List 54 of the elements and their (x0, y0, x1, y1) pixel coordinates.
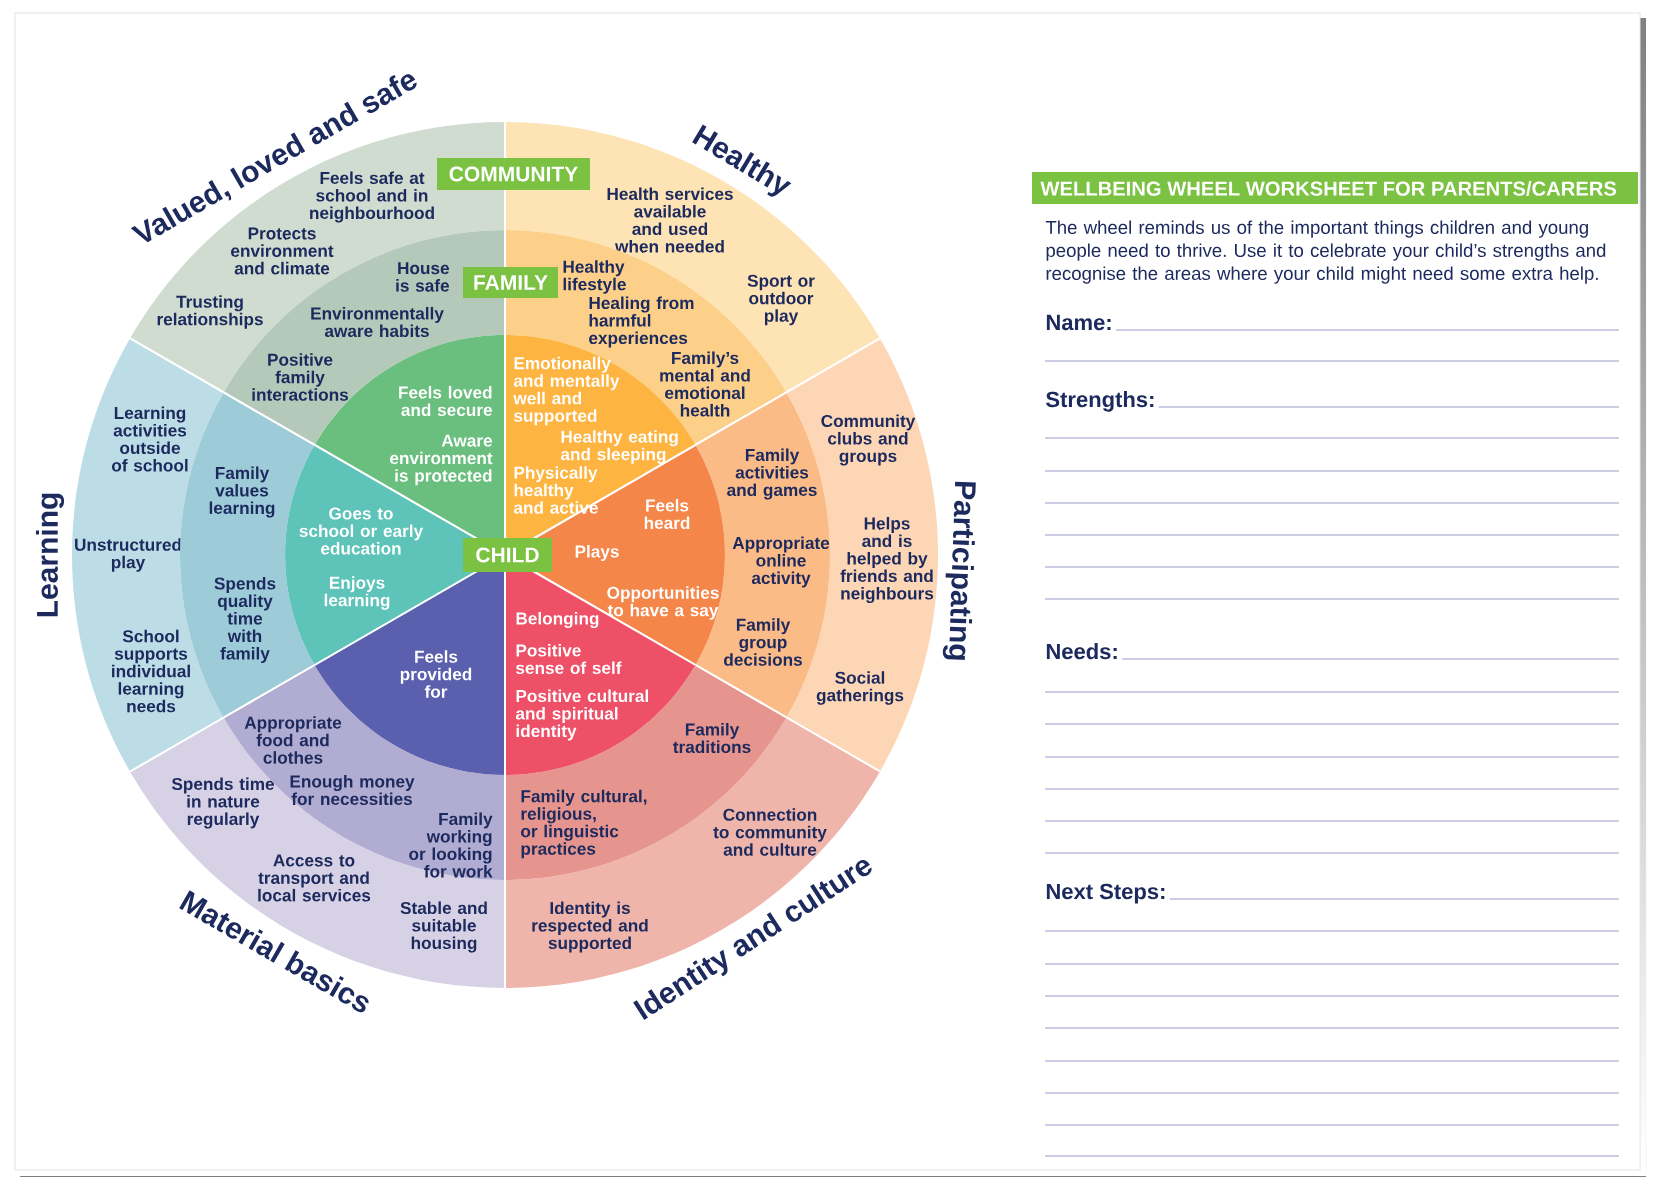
segment-text: Goes to school or early education (299, 507, 424, 555)
segment-text: House is safe (396, 262, 449, 292)
segment-text: Appropriate online activity (732, 536, 830, 588)
segment-text: Learning activities outside of school (111, 406, 188, 472)
segment-text: Family group decisions (724, 618, 802, 666)
segment-text: Aware environment is protected (390, 434, 493, 486)
segment-text: Community clubs and groups (821, 414, 916, 466)
segment-text: Trusting relationships (157, 295, 263, 329)
segment-text: Unstructured play (75, 538, 181, 572)
segment-text: Stable and suitable housing (400, 901, 487, 953)
segment-text: Family cultural, religious, or linguistic practices (521, 789, 647, 859)
segment-text: Connection to community and culture (713, 808, 827, 856)
segment-text: Family traditions (673, 722, 751, 754)
field-label: Name: (1046, 314, 1111, 331)
field-label: Next Steps: (1046, 883, 1165, 904)
segment-text: Healthy eating and sleeping (560, 430, 678, 464)
segment-text: Emotionally and mentally well and supported (513, 356, 620, 426)
description-text: The wheel reminds us of the important things children and young people need to thrive. Use it to celebrate your child’s strengths and recognise the areas where your child might need some extra help. (1045, 220, 1606, 284)
segment-text: Helps and is helped by friends and neighbours (840, 516, 934, 604)
domain-title: Learning (35, 493, 65, 617)
segment-text: Enough money for necessities (290, 774, 415, 806)
segment-text: Feels provided for (400, 650, 472, 698)
segment-text: School supports individual learning needs (112, 629, 190, 713)
segment-text: Enjoys learning (324, 576, 390, 610)
segment-text: Positive family interactions (252, 353, 349, 401)
field-label: Needs: (1046, 643, 1117, 660)
domain-title: Participating (942, 481, 976, 660)
segment-text: Belonging (516, 611, 599, 629)
segment-text: Positive sense of self (516, 643, 622, 675)
segment-text: Spends quality time with family (214, 577, 276, 663)
segment-text: Spends time in nature regularly (171, 777, 274, 829)
ring-tag: FAMILY (463, 267, 558, 298)
field-label: Strengths: (1046, 391, 1154, 412)
segment-text: Social gatherings (816, 671, 904, 705)
ring-tag: COMMUNITY (437, 158, 590, 190)
segment-text: Feels heard (644, 498, 690, 530)
segment-text: Family’s mental and emotional health (660, 351, 750, 417)
segment-text: Healing from harmful experiences (589, 296, 694, 348)
segment-text: Sport or outdoor play (747, 274, 815, 326)
title-bar: WELLBEING WHEEL WORKSHEET FOR PARENTS/CARERS (1032, 172, 1638, 204)
segment-text: Plays (575, 545, 619, 561)
segment-text: Protects environment and climate (231, 227, 334, 275)
segment-text: Identity is respected and supported (532, 901, 648, 953)
segment-text: Opportunities to have a say (607, 586, 719, 620)
segment-text: Feels loved and secure (399, 385, 492, 417)
ring-tag: CHILD (463, 538, 552, 572)
segment-text: Appropriate food and clothes (244, 716, 342, 764)
segment-text: Family activities and games (727, 448, 817, 500)
segment-text: Positive cultural and spiritual identity (515, 689, 648, 741)
segment-text: Feels safe at school and in neighbourhood (310, 171, 434, 223)
segment-text: Family working or looking for work (409, 812, 493, 878)
segment-text: Healthy lifestyle (563, 260, 626, 294)
segment-text: Environmentally aware habits (311, 306, 444, 338)
segment-text: Family values learning (209, 466, 275, 518)
